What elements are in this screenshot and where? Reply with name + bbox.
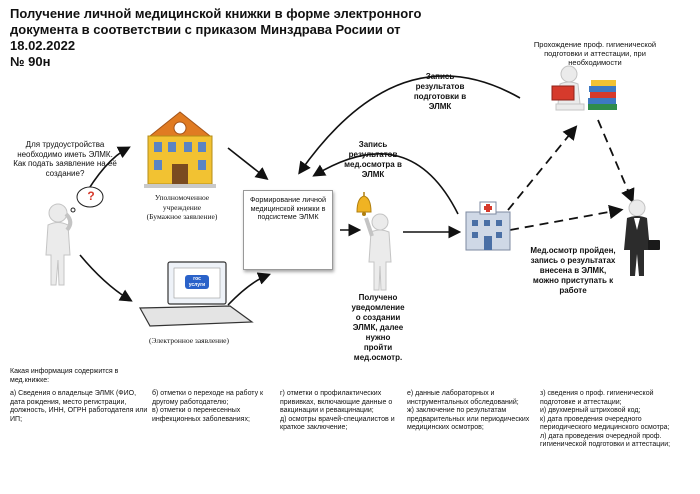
exam-passed-label: Мед.осмотр пройден, запись о результатах… — [530, 246, 616, 295]
info-column-b: б) отметки о переходе на работу к другом… — [152, 390, 264, 423]
info-title: Какая информация содержится в мед.книжке… — [10, 368, 119, 384]
laptop-screen-text: гос услуги — [188, 276, 206, 288]
info-column-e: з) сведения о проф. гигиенической подгот… — [540, 390, 671, 448]
notification-text: Получено уведомление о создании ЭЛМК, да… — [351, 293, 405, 362]
electronic-label: (Электронное заявление) — [148, 336, 230, 345]
speech-bubble-icon — [70, 186, 104, 213]
arrow-hospital-to-training — [507, 125, 578, 211]
training-label: Прохождение проф. гигиенической подготов… — [533, 40, 657, 67]
arrow-training-to-worker — [597, 119, 635, 204]
record-medical-label: Запись результатов мед.осмотра в ЭЛМК — [344, 140, 402, 179]
info-column-d: е) данные лабораторных и инструментальны… — [407, 390, 530, 431]
question-mark-icon: ? — [87, 189, 95, 203]
person-with-bell-icon — [364, 213, 392, 291]
bell-icon — [356, 192, 372, 216]
question-text: Для трудоустройства необходимо иметь ЭЛМ… — [13, 140, 117, 178]
elmk-formation-label: Формирование личной медицинской книжки в… — [249, 195, 327, 221]
info-column-a: а) Сведения о владельце ЭЛМК (ФИО, дата … — [10, 390, 148, 423]
arrow-laptop-to-box — [227, 272, 271, 306]
office-building-icon — [144, 111, 216, 188]
office-label: Уполномоченное учреждение (Бумажное заяв… — [146, 193, 218, 221]
arrow-training-to-box — [298, 75, 521, 175]
record-training-label: Запись результатов подготовки в ЭЛМК — [413, 72, 467, 111]
hospital-icon — [465, 201, 511, 251]
arrow-hospital-to-box — [312, 153, 459, 215]
elmk-formation-box — [243, 190, 333, 270]
reading-person-icon — [551, 65, 617, 111]
page-title: Получение личной медицинской книжки в фо… — [10, 6, 422, 69]
arrow-office-to-box — [227, 147, 269, 180]
laptop-gosuslugi-icon — [138, 261, 254, 327]
info-column-c: г) отметки о профилактических прививках,… — [280, 390, 395, 431]
businessman-icon — [624, 199, 660, 276]
arrow-to-laptop — [79, 254, 133, 302]
thinking-person-icon — [45, 203, 73, 286]
arrow-hospital-to-worker — [509, 204, 624, 231]
